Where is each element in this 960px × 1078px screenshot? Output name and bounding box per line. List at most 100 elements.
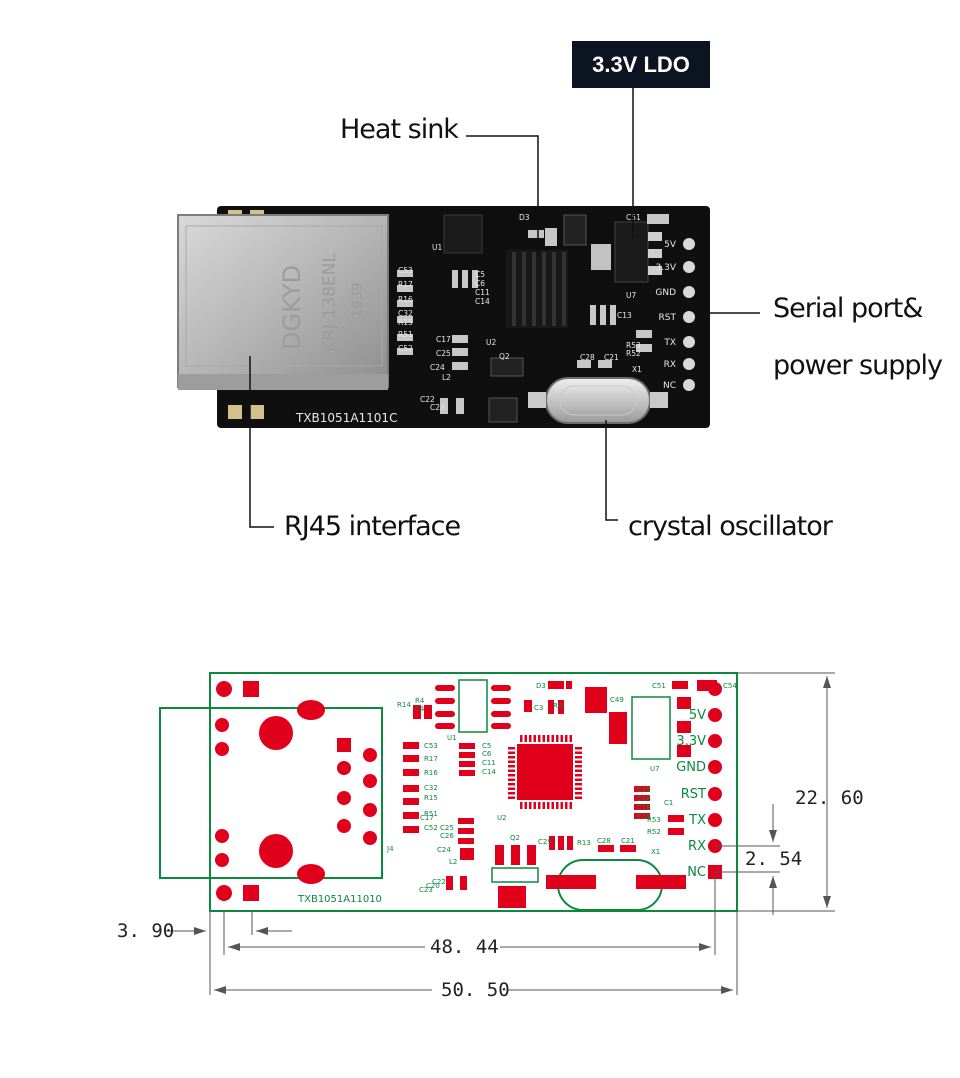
silk-label: D3 bbox=[536, 682, 546, 690]
silk-label: R16 bbox=[424, 769, 438, 777]
silk-label: C52 bbox=[398, 344, 413, 353]
ldo-regulator bbox=[591, 221, 662, 283]
silk-label: C23 bbox=[419, 886, 433, 894]
silk-label: R17 bbox=[424, 755, 438, 763]
header-pin bbox=[683, 238, 695, 250]
dimension-offset: 3. 90 bbox=[117, 920, 175, 942]
header-pin-label: 5V bbox=[689, 708, 706, 723]
silk-label: C28 bbox=[597, 837, 611, 845]
header-pin-label: GND bbox=[676, 760, 706, 775]
silk-label: C14 bbox=[482, 768, 496, 776]
header-pin bbox=[683, 286, 695, 298]
power-supply-callout: power supply bbox=[773, 350, 943, 381]
transistors bbox=[488, 214, 587, 423]
silk-label: R52 bbox=[647, 828, 661, 836]
header-pin bbox=[683, 358, 695, 370]
silk-label: R15 bbox=[398, 318, 413, 327]
heat-sink-callout: Heat sink bbox=[340, 114, 459, 145]
silk-label: Q2 bbox=[510, 834, 520, 842]
board-part-number: TXB1051A1101C bbox=[295, 411, 397, 425]
silk-label: C26 bbox=[440, 832, 454, 840]
silk-label: L2 bbox=[449, 858, 457, 866]
silk-label: C22 bbox=[432, 878, 446, 886]
silk-label: C51 bbox=[652, 682, 666, 690]
jack-label: DGKYD KRJ-138ENL 1939 bbox=[278, 253, 366, 352]
silkscreen-labels: C53R17R16C32R15R51C52C17C25C24C5C6C11C14… bbox=[398, 213, 642, 412]
header-pin-pad bbox=[708, 760, 722, 774]
silk-label: C17 bbox=[420, 814, 434, 822]
silk-label: C49 bbox=[610, 696, 624, 704]
q2-footprint bbox=[491, 845, 539, 908]
silk-label: U7 bbox=[650, 765, 660, 773]
silk-label: C21 bbox=[604, 353, 619, 362]
silk-label: C53 bbox=[398, 266, 413, 275]
header-pin-label: 3.3V bbox=[676, 734, 706, 749]
silk-label: D3 bbox=[519, 213, 530, 222]
jack-date-code: 1939 bbox=[350, 282, 366, 318]
header-pin-pad bbox=[708, 787, 722, 801]
silk-label: C32 bbox=[424, 784, 438, 792]
silk-label: R17 bbox=[398, 280, 413, 289]
u7-footprint bbox=[609, 696, 691, 760]
silk-label: C20 bbox=[426, 882, 440, 890]
dimension-pitch: 2. 54 bbox=[745, 848, 803, 870]
silk-label: C54 bbox=[723, 682, 737, 690]
silk-label: U1 bbox=[447, 734, 457, 742]
header-pin-label: GND bbox=[655, 288, 676, 298]
header-pin-pads bbox=[708, 682, 722, 879]
header-pin-label: RX bbox=[688, 839, 706, 854]
silk-label: C4 bbox=[415, 705, 425, 713]
silk-label: C28 bbox=[580, 353, 595, 362]
silk-label: R4 bbox=[415, 697, 425, 705]
silk-label: X1 bbox=[651, 848, 660, 856]
header-pin-label: TX bbox=[688, 813, 706, 828]
silk-label: X1 bbox=[632, 365, 642, 374]
header-pin-pad bbox=[708, 734, 722, 748]
silk-label: U2 bbox=[486, 338, 496, 347]
silk-label: C5 bbox=[482, 742, 491, 750]
header-pin bbox=[683, 379, 695, 391]
rj45-callout: RJ45 interface bbox=[284, 511, 461, 542]
silk-label: C13 bbox=[617, 311, 632, 320]
header-pin-pad bbox=[708, 813, 722, 827]
header-pin-pad bbox=[708, 682, 722, 696]
silk-label: C6 bbox=[475, 279, 485, 288]
leader-lines bbox=[249, 88, 760, 528]
smd-parts bbox=[397, 214, 669, 414]
silk-label: C22 bbox=[420, 395, 435, 404]
silk-label: C53 bbox=[424, 742, 438, 750]
silk-label: U2 bbox=[497, 814, 507, 822]
u1-footprint bbox=[435, 679, 511, 733]
silk-label: L2 bbox=[442, 373, 451, 382]
ldo-callout: 3.3V LDO bbox=[572, 41, 710, 88]
c49-pad bbox=[585, 687, 607, 713]
silk-label: U1 bbox=[432, 243, 442, 252]
ldo-label: 3.3V LDO bbox=[592, 51, 690, 77]
silk-label: C15 bbox=[637, 786, 651, 794]
silk-label: U7 bbox=[626, 291, 636, 300]
silk-label: R13 bbox=[577, 839, 591, 847]
silk-label: C23 bbox=[430, 403, 445, 412]
silk-label: C5 bbox=[475, 270, 485, 279]
silk-label: C17 bbox=[436, 335, 451, 344]
silk-label: C52 bbox=[424, 824, 438, 832]
header-pin bbox=[683, 261, 695, 273]
silk-label: C3 bbox=[534, 704, 543, 712]
board-outline bbox=[209, 672, 738, 912]
header-pin-label: NC bbox=[687, 865, 706, 880]
silk-label: R51 bbox=[424, 810, 438, 818]
header-pin-label: TX bbox=[663, 338, 676, 348]
header-pin-pad bbox=[708, 708, 722, 722]
jack-outline bbox=[159, 707, 383, 879]
silk-label: R14 bbox=[397, 701, 411, 709]
silk-label: C25 bbox=[440, 824, 454, 832]
dimension-arrows bbox=[194, 676, 831, 994]
silk-label: C24 bbox=[430, 363, 445, 372]
header-pin-label: NC bbox=[663, 381, 676, 391]
jack-part-number: KRJ-138ENL bbox=[320, 253, 340, 352]
